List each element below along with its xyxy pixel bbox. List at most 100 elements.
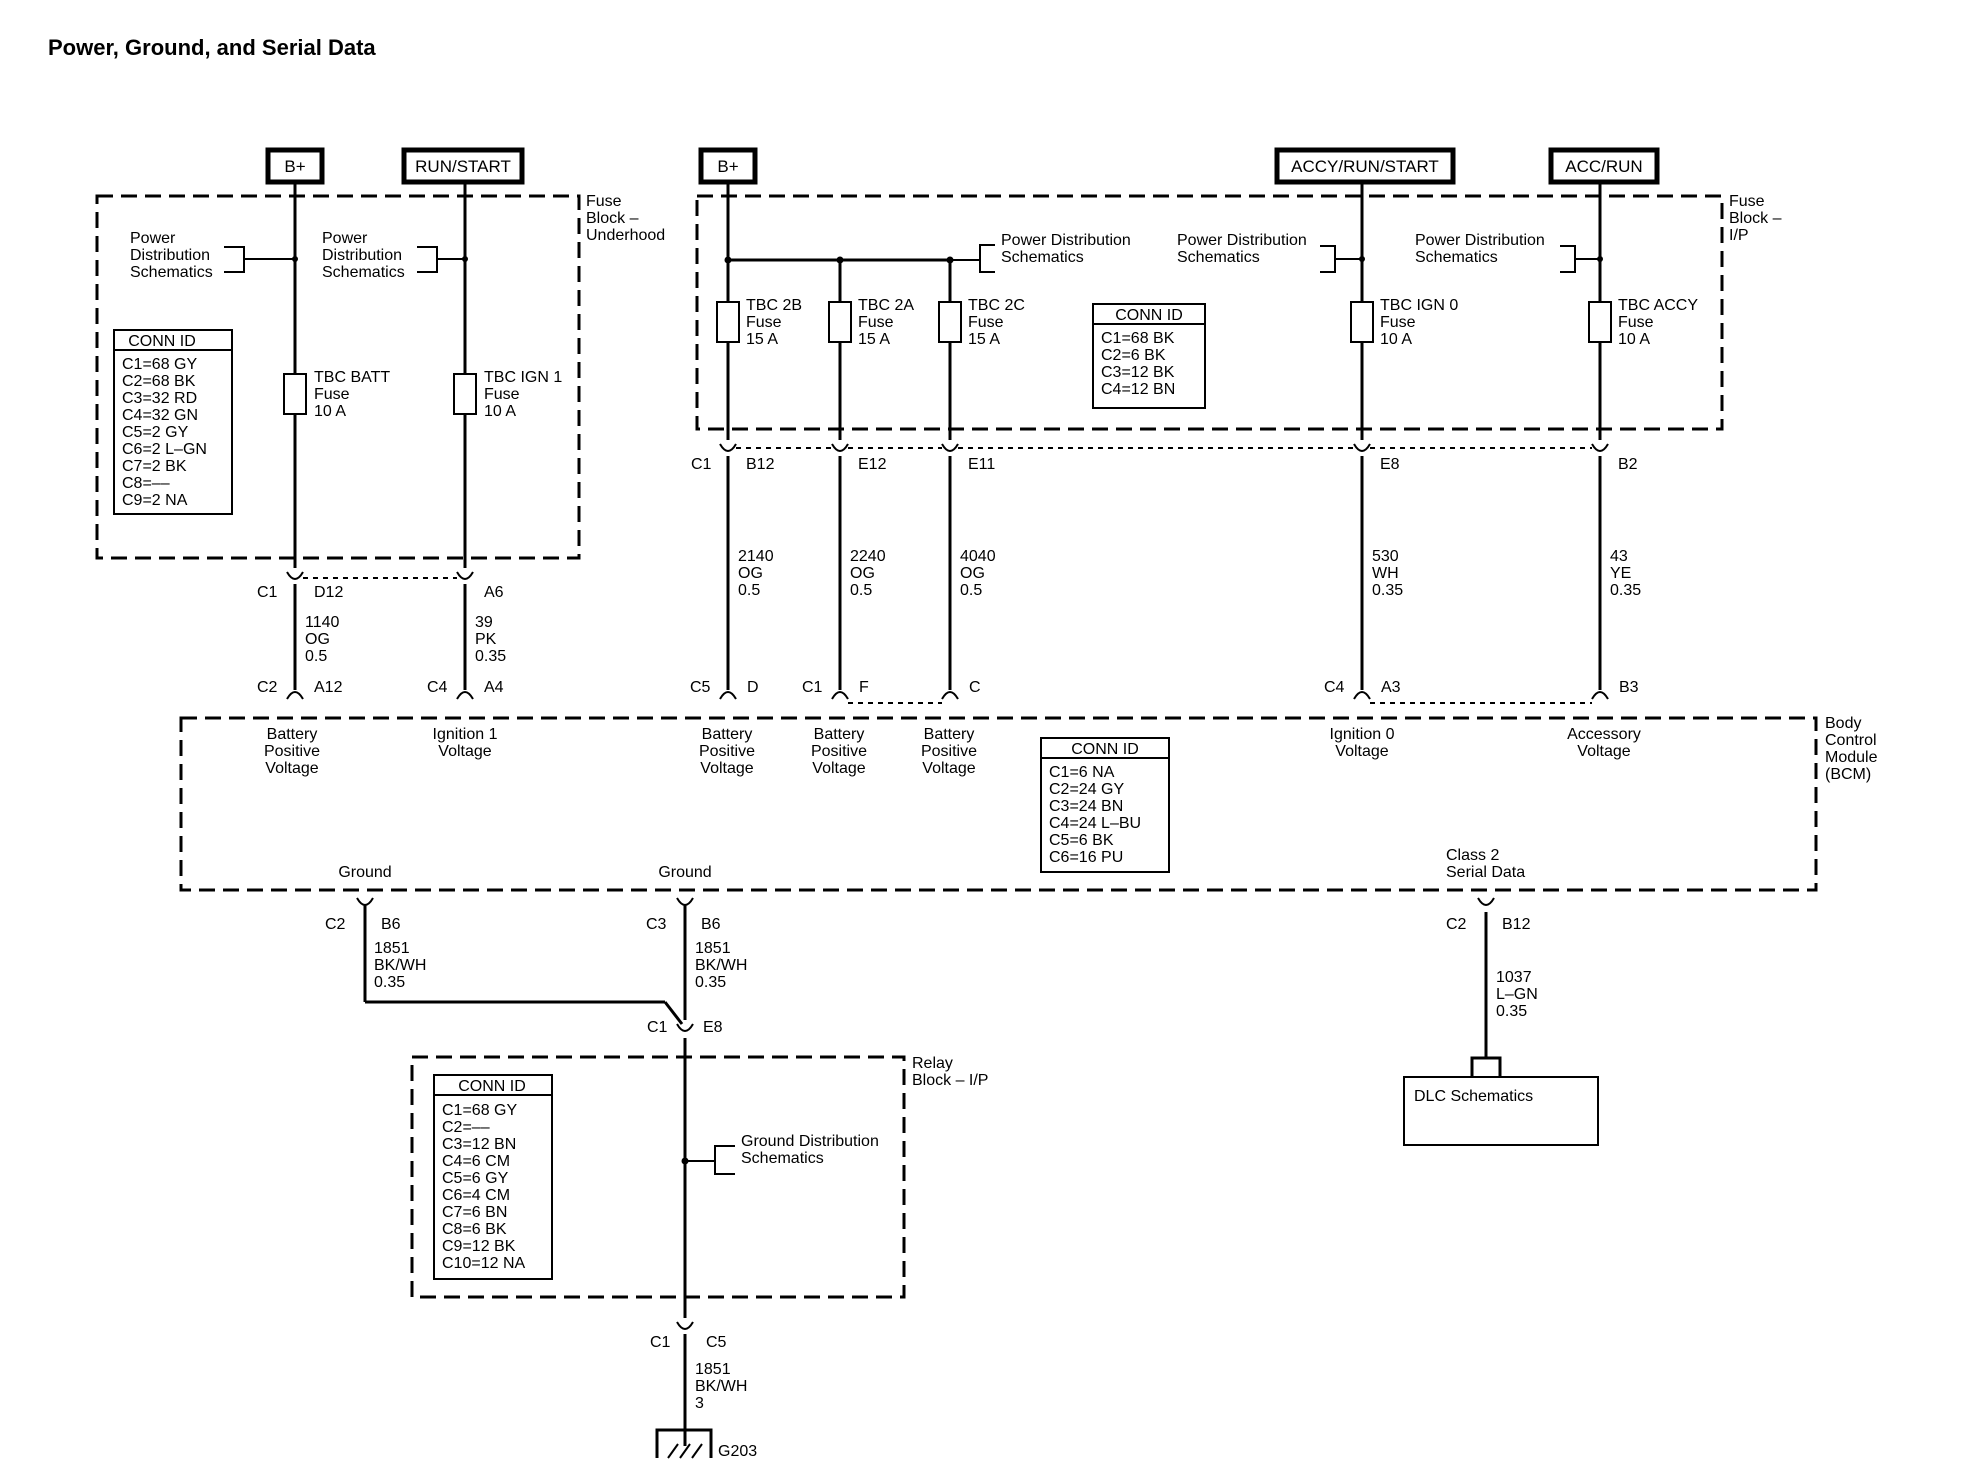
source-run-start: RUN/START [401,147,525,185]
bcm-input-ignition-1: Ignition 1 Voltage [433,726,498,760]
svg-text:A6: A6 [484,584,504,601]
fuse-tbc-2c [938,301,962,343]
svg-text:Distribution: Distribution [322,247,402,264]
svg-text:Schematics: Schematics [1415,249,1498,266]
svg-text:Class 2: Class 2 [1446,847,1499,864]
svg-text:A3: A3 [1381,679,1401,696]
svg-text:Power Distribution: Power Distribution [1177,232,1307,249]
svg-text:C6=2 L–GN: C6=2 L–GN [122,441,207,458]
svg-text:C: C [969,679,981,696]
fuse-tbc-2a-label: TBC 2A Fuse 15 A [858,297,914,348]
svg-text:Ground Distribution: Ground Distribution [741,1133,879,1150]
page-title: Power, Ground, and Serial Data [48,35,376,60]
wire-2140-label: 2140 OG 0.5 [738,548,774,599]
svg-text:1851: 1851 [374,940,410,957]
svg-text:Schematics: Schematics [130,264,213,281]
svg-text:15 A: 15 A [968,331,1000,348]
connector-ip-c1: C1 B12 E12 E11 E8 B2 [691,443,1638,473]
bcm-output-connectors: C2 B6 C3 B6 C2 B12 [325,897,1531,933]
svg-text:BK/WH: BK/WH [374,957,426,974]
svg-text:Voltage: Voltage [265,760,318,777]
svg-text:D: D [747,679,759,696]
svg-text:L–GN: L–GN [1496,986,1538,1003]
svg-text:TBC ACCY: TBC ACCY [1618,297,1698,314]
svg-text:Schematics: Schematics [1177,249,1260,266]
svg-text:Battery: Battery [924,726,975,743]
fuse-block-underhood-outline [95,194,581,560]
svg-text:Power Distribution: Power Distribution [1415,232,1545,249]
svg-text:Voltage: Voltage [700,760,753,777]
svg-text:C4=24 L–BU: C4=24 L–BU [1049,815,1141,832]
svg-text:Ignition 0: Ignition 0 [1330,726,1395,743]
svg-text:C3=24 BN: C3=24 BN [1049,798,1123,815]
wire-39-label: 39 PK 0.35 [475,614,506,665]
svg-text:Fuse: Fuse [314,386,350,403]
svg-text:B+: B+ [717,157,738,176]
fuse-tbc-ign0 [1350,301,1374,343]
svg-text:C5=6 GY: C5=6 GY [442,1170,509,1187]
svg-text:C3=12 BK: C3=12 BK [1101,364,1175,381]
svg-text:Fuse: Fuse [968,314,1004,331]
fuse-tbc-accy-label: TBC ACCY Fuse 10 A [1618,297,1698,348]
fuse-tbc-accy [1588,301,1612,343]
svg-text:TBC 2B: TBC 2B [746,297,802,314]
svg-text:(BCM): (BCM) [1825,766,1871,783]
svg-text:0.35: 0.35 [1372,582,1403,599]
svg-text:Fuse: Fuse [1729,193,1765,210]
relay-block-ip-label: Relay Block – I/P [912,1055,988,1089]
connector-underhood-c1: C1 D12 A6 [257,571,504,601]
svg-text:2240: 2240 [850,548,886,565]
svg-text:4040: 4040 [960,548,996,565]
splice-1 [724,256,732,264]
svg-text:Voltage: Voltage [922,760,975,777]
bcm-input-bpv-2: Battery Positive Voltage [699,726,755,777]
bcm-serial-data-label: Class 2 Serial Data [1446,847,1525,881]
power-distribution-ref-4: Power Distribution Schematics [1177,232,1365,273]
svg-text:C5=6 BK: C5=6 BK [1049,832,1114,849]
svg-text:10 A: 10 A [314,403,346,420]
svg-text:TBC IGN 0: TBC IGN 0 [1380,297,1458,314]
svg-text:OG: OG [850,565,875,582]
bcm-input-bpv-3: Battery Positive Voltage [811,726,867,777]
svg-text:Module: Module [1825,749,1878,766]
bcm-input-connectors: C2 A12 C4 A4 C5 D C1 F C C4 A3 B3 [257,679,1639,704]
svg-text:C1: C1 [647,1019,668,1036]
svg-text:10 A: 10 A [484,403,516,420]
dlc-schematics-box[interactable]: DLC Schematics [1403,1076,1599,1146]
svg-text:TBC 2C: TBC 2C [968,297,1025,314]
wire-4040-label: 4040 OG 0.5 [960,548,996,599]
svg-text:43: 43 [1610,548,1628,565]
svg-text:0.5: 0.5 [960,582,982,599]
svg-text:OG: OG [960,565,985,582]
svg-text:CONN ID: CONN ID [128,333,196,350]
bcm-ground-1-label: Ground [338,864,391,881]
wire-1851a-label: 1851 BK/WH 0.35 [374,940,426,991]
svg-text:0.35: 0.35 [374,974,405,991]
svg-text:B12: B12 [746,456,775,473]
svg-text:C5: C5 [706,1334,727,1351]
svg-text:C2: C2 [325,916,346,933]
svg-text:3: 3 [695,1395,704,1412]
svg-text:TBC BATT: TBC BATT [314,369,390,386]
svg-text:Voltage: Voltage [1335,743,1388,760]
svg-text:C7=2 BK: C7=2 BK [122,458,187,475]
svg-text:10 A: 10 A [1618,331,1650,348]
conn-id-bcm: CONN ID C1=6 NA C2=24 GY C3=24 BN C4=24 … [1040,737,1170,873]
svg-text:C8=6 BK: C8=6 BK [442,1221,507,1238]
source-b-plus-2: B+ [698,147,758,185]
svg-text:BK/WH: BK/WH [695,957,747,974]
svg-text:Fuse: Fuse [858,314,894,331]
svg-text:B6: B6 [381,916,401,933]
svg-text:OG: OG [305,631,330,648]
connector-relay-top: C1 E8 [647,1019,723,1036]
power-distribution-ref-2: Power Distribution Schematics [322,230,468,281]
svg-text:B6: B6 [701,916,721,933]
bcm-input-bpv-4: Battery Positive Voltage [921,726,977,777]
svg-text:10 A: 10 A [1380,331,1412,348]
svg-text:C6=4 CM: C6=4 CM [442,1187,510,1204]
svg-text:C1=68 GY: C1=68 GY [442,1102,517,1119]
svg-text:Voltage: Voltage [812,760,865,777]
relay-block-ip-outline [410,1055,906,1299]
svg-text:Block –: Block – [1729,210,1782,227]
svg-text:C2: C2 [1446,916,1467,933]
